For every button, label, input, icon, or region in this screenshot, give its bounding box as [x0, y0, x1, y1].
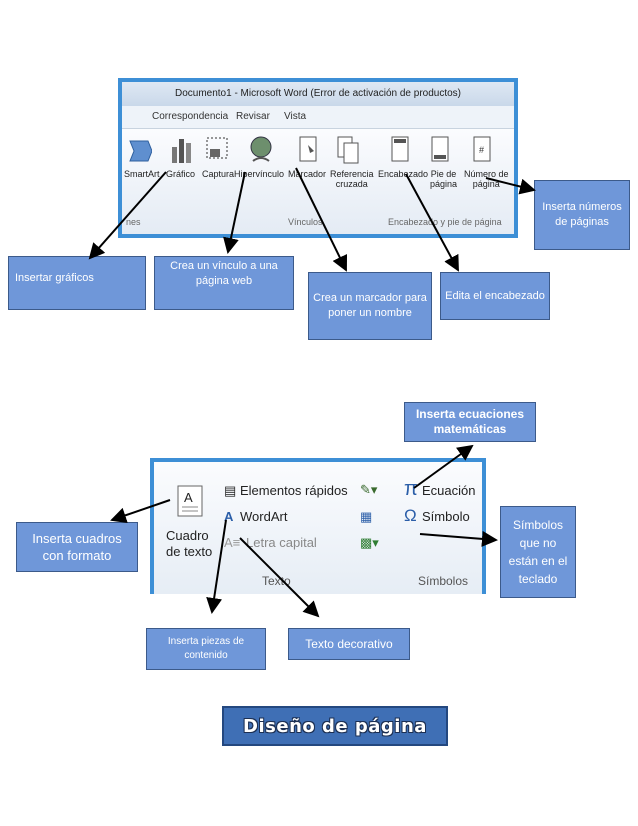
cuadro-label-1: Cuadro	[166, 528, 209, 543]
callout-insertar-graficos: Insertar gráficos	[8, 256, 146, 310]
group-label-encabezado: Encabezado y pie de página	[388, 217, 502, 227]
captura-button[interactable]: Captura	[202, 169, 235, 179]
pie-pagina-button[interactable]: Pie de página	[430, 169, 457, 189]
callout-encabezado: Edita el encabezado	[440, 272, 550, 320]
grafico-button[interactable]: Gráfico	[166, 169, 196, 179]
referencia-label-1: Referencia	[330, 169, 374, 179]
cuadro-label-2: de texto	[166, 544, 213, 559]
omega-icon: Ω	[404, 506, 417, 525]
arrow-simbolos	[419, 530, 498, 547]
signature-line-icon[interactable]: ✎▾	[360, 482, 378, 497]
callout-marcador: Crea un marcador para poner un nombre	[308, 272, 432, 340]
bookmark-icon	[299, 136, 317, 162]
svg-text:A: A	[184, 490, 193, 505]
hipervinculo-button[interactable]: Hipervínculo	[234, 169, 285, 179]
object-icon[interactable]: ▩▾	[360, 535, 379, 550]
screenshot-icon	[206, 137, 228, 159]
textbox-icon: A	[177, 485, 203, 517]
cross-reference-icon	[337, 136, 359, 164]
callout-piezas: Inserta piezas de contenido	[146, 628, 266, 670]
smartart-button[interactable]: SmartArt	[124, 169, 160, 179]
ribbon-insert-links: Documento1 - Microsoft Word (Error de ac…	[118, 78, 518, 238]
callout-cuadros: Inserta cuadros con formato	[16, 522, 138, 572]
arrow-graficos	[88, 171, 167, 260]
referencia-button[interactable]: Referencia cruzada	[330, 169, 374, 189]
ecuacion-button[interactable]: Ecuación	[422, 483, 476, 498]
group-label-vinculos: Vínculos	[288, 217, 323, 227]
arrow-numeros	[485, 177, 536, 195]
group-label-texto: Texto	[262, 574, 291, 588]
pie-label-2: página	[430, 179, 458, 189]
ribbon-tabs: Correspondencia Revisar Vista	[122, 106, 514, 129]
encabezado-button[interactable]: Encabezado	[378, 169, 429, 179]
arrow-decorativo	[239, 537, 320, 618]
svg-text:#: #	[479, 145, 484, 155]
pie-label-1: Pie de	[430, 169, 457, 179]
arrow-cuadros	[110, 499, 171, 523]
callout-vinculo: Crea un vínculo a una página web	[154, 256, 294, 310]
pi-icon: π	[404, 478, 418, 500]
arrow-ecuaciones	[413, 444, 474, 489]
window-title: Documento1 - Microsoft Word (Error de ac…	[122, 82, 514, 106]
callout-numeros: Inserta números de páginas	[534, 180, 630, 250]
letra-capital-button[interactable]: Letra capital	[246, 535, 317, 550]
marcador-button[interactable]: Marcador	[288, 169, 327, 179]
group-label-simbolos: Símbolos	[418, 574, 469, 588]
quick-parts-icon: ▤	[224, 483, 237, 498]
drop-cap-icon: A≡	[224, 535, 241, 550]
date-time-icon[interactable]: ▦	[360, 509, 373, 524]
numero-pagina-button[interactable]: Número de página	[464, 169, 509, 189]
callout-simbolos: Símbolos que no están en el teclado	[500, 506, 576, 598]
arrow-encabezado	[405, 173, 459, 272]
numero-label-1: Número de	[464, 169, 509, 179]
wordart-icon: A	[224, 509, 234, 524]
arrow-marcador	[295, 167, 348, 272]
elementos-rapidos-button[interactable]: Elementos rápidos	[240, 483, 348, 498]
simbolo-button[interactable]: Símbolo	[422, 509, 470, 524]
tab-revisar[interactable]: Revisar	[236, 111, 270, 122]
wordart-button[interactable]: WordArt	[240, 509, 288, 524]
smartart-icon	[129, 140, 152, 162]
chart-icon	[172, 139, 191, 163]
hyperlink-globe-icon	[250, 136, 272, 162]
cuadro-texto-button[interactable]: Cuadro de texto	[166, 528, 212, 560]
header-icon	[391, 136, 409, 162]
ribbon-text-symbols: A Cuadro de texto ▤ Elementos rápidos A …	[150, 458, 486, 594]
callout-decorativo: Texto decorativo	[288, 628, 410, 660]
group-label-left: nes	[126, 217, 141, 227]
footer-icon	[431, 136, 449, 162]
ribbon-body: # SmartArt Gráfico Captura Hipervínculo …	[122, 129, 514, 234]
numero-label-2: página	[472, 179, 500, 189]
arrow-vinculo	[223, 171, 246, 254]
tab-vista[interactable]: Vista	[284, 111, 307, 122]
arrow-piezas	[206, 519, 227, 614]
referencia-label-2: cruzada	[335, 179, 368, 189]
callout-ecuaciones: Inserta ecuaciones matemáticas	[404, 402, 536, 442]
page-number-icon: #	[473, 136, 491, 162]
tab-correspondencia[interactable]: Correspondencia	[152, 111, 229, 122]
section-title: Diseño de página	[222, 706, 448, 746]
